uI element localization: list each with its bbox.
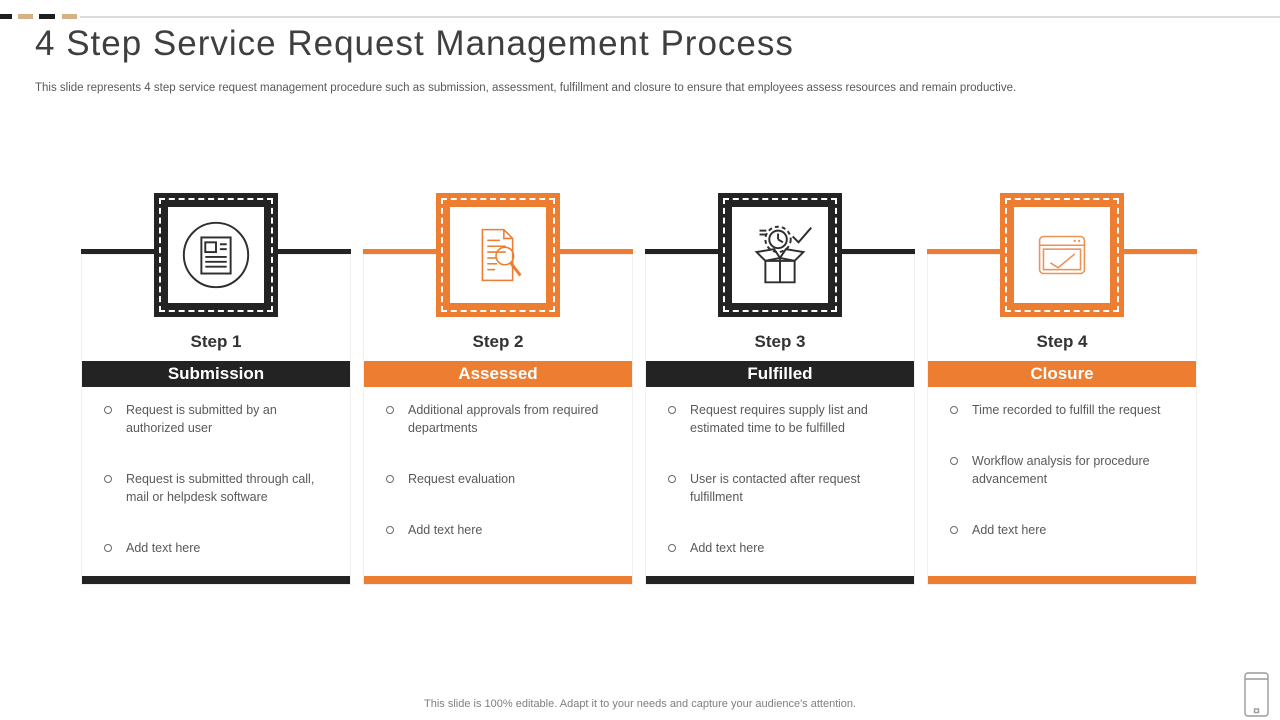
step-card-2: Step 2 Assessed Additional approvals fro… (363, 193, 633, 585)
bullet-marker (104, 406, 112, 414)
step-card-3: Step 3 Fulfilled Request requires supply… (645, 193, 915, 585)
bullet-item: Request requires supply list and estimat… (666, 401, 888, 437)
bullet-item: Add text here (384, 521, 606, 539)
bullet-item: Request evaluation (384, 470, 606, 488)
bottom-bar (928, 576, 1196, 584)
bullet-item: Request is submitted by an authorized us… (102, 401, 324, 437)
bullet-item: User is contacted after request fulfillm… (666, 470, 888, 506)
step-label: Step 1 (190, 332, 242, 351)
phone-icon (1242, 671, 1272, 719)
dash-decoration (18, 14, 33, 19)
bullet-marker (950, 457, 958, 465)
bullet-list: Time recorded to fulfill the request Wor… (928, 401, 1196, 539)
icon-frame (718, 193, 842, 317)
page-title: 4 Step Service Request Management Proces… (35, 24, 794, 63)
card-body: Step 1 Submission Request is submitted b… (81, 254, 351, 585)
bullet-marker (950, 526, 958, 534)
step-card-4: Step 4 Closure Time recorded to fulfill … (927, 193, 1197, 585)
step-card-1: Step 1 Submission Request is submitted b… (81, 193, 351, 585)
footer-note: This slide is 100% editable. Adapt it to… (424, 698, 856, 710)
bullet-marker (668, 544, 676, 552)
bullet-marker (104, 544, 112, 552)
bullet-marker (386, 475, 394, 483)
step-label: Step 3 (754, 332, 806, 351)
steps-row: Step 1 Submission Request is submitted b… (81, 193, 1197, 585)
step-banner: Submission (82, 361, 350, 387)
icon-frame (436, 193, 560, 317)
dashed-border (159, 198, 273, 312)
bullet-marker (104, 475, 112, 483)
window-checkmark-icon (1014, 207, 1110, 303)
box-gear-clock-check-icon (732, 207, 828, 303)
dash-decoration (0, 14, 12, 19)
bottom-bar (646, 576, 914, 584)
dashed-border (723, 198, 837, 312)
bottom-bar (364, 576, 632, 584)
step-label: Step 2 (472, 332, 524, 351)
dash-decoration (62, 14, 77, 19)
bullet-item: Add text here (666, 539, 888, 557)
bullet-list: Request requires supply list and estimat… (646, 401, 914, 557)
bullet-marker (668, 475, 676, 483)
step-banner: Assessed (364, 361, 632, 387)
step-banner: Fulfilled (646, 361, 914, 387)
bullet-marker (386, 406, 394, 414)
step-label: Step 4 (1036, 332, 1088, 351)
dashed-border (1005, 198, 1119, 312)
document-lines-circle-icon (168, 207, 264, 303)
bullet-item: Add text here (102, 539, 324, 557)
bullet-item: Workflow analysis for procedure advancem… (948, 452, 1170, 488)
bullet-list: Additional approvals from required depar… (364, 401, 632, 539)
bullet-item: Time recorded to fulfill the request (948, 401, 1170, 419)
icon-frame (154, 193, 278, 317)
bullet-marker (668, 406, 676, 414)
bullet-marker (386, 526, 394, 534)
bullet-item: Additional approvals from required depar… (384, 401, 606, 437)
step-banner: Closure (928, 361, 1196, 387)
icon-frame (1000, 193, 1124, 317)
bottom-bar (82, 576, 350, 584)
dashed-border (441, 198, 555, 312)
top-rule (80, 16, 1280, 18)
dash-decoration (39, 14, 55, 19)
bullet-list: Request is submitted by an authorized us… (82, 401, 350, 557)
slide-subtitle: This slide represents 4 step service req… (35, 82, 1017, 94)
bullet-marker (950, 406, 958, 414)
bullet-item: Request is submitted through call, mail … (102, 470, 324, 506)
document-magnifier-icon (450, 207, 546, 303)
bullet-item: Add text here (948, 521, 1170, 539)
